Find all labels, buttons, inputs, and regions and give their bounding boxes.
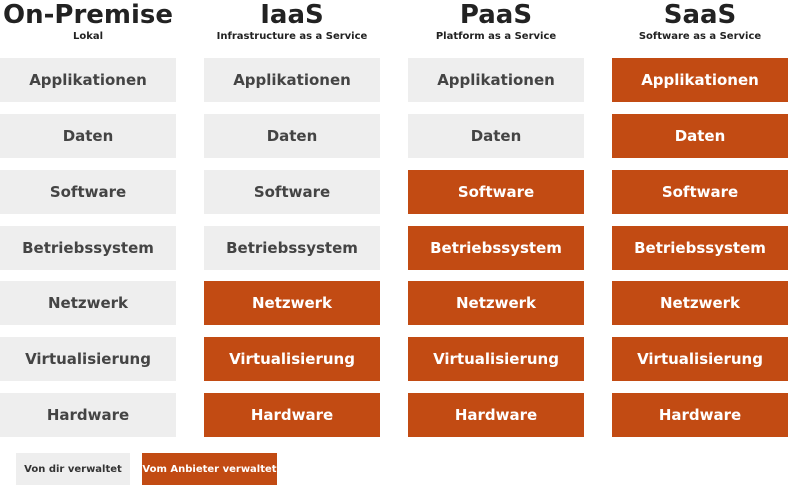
column-title: SaaS <box>663 0 737 30</box>
layer-betriebssystem: Betriebssystem <box>612 226 788 270</box>
column-subtitle: Software as a Service <box>638 31 762 42</box>
column-title: IaaS <box>260 0 324 30</box>
layer-software: Software <box>408 170 584 214</box>
column-subtitle: Infrastructure as a Service <box>216 31 368 42</box>
layer-netzwerk: Netzwerk <box>408 281 584 325</box>
layer-hardware: Hardware <box>204 393 380 437</box>
layer-software: Software <box>612 170 788 214</box>
legend-provider-managed: Vom Anbieter verwaltet <box>142 453 277 485</box>
layer-betriebssystem: Betriebssystem <box>0 226 176 270</box>
layer-applikationen: Applikationen <box>0 58 176 102</box>
layer-hardware: Hardware <box>612 393 788 437</box>
layer-daten: Daten <box>204 114 380 158</box>
layer-daten: Daten <box>408 114 584 158</box>
layer-virtualisierung: Virtualisierung <box>204 337 380 381</box>
layer-applikationen: Applikationen <box>408 58 584 102</box>
layer-betriebssystem: Betriebssystem <box>408 226 584 270</box>
column-subtitle: Lokal <box>72 31 104 42</box>
layer-netzwerk: Netzwerk <box>204 281 380 325</box>
layer-daten: Daten <box>612 114 788 158</box>
column-subtitle: Platform as a Service <box>435 31 557 42</box>
layer-virtualisierung: Virtualisierung <box>408 337 584 381</box>
layer-software: Software <box>0 170 176 214</box>
layer-hardware: Hardware <box>0 393 176 437</box>
layer-betriebssystem: Betriebssystem <box>204 226 380 270</box>
layer-virtualisierung: Virtualisierung <box>0 337 176 381</box>
layer-netzwerk: Netzwerk <box>0 281 176 325</box>
layer-applikationen: Applikationen <box>204 58 380 102</box>
layer-software: Software <box>204 170 380 214</box>
layer-netzwerk: Netzwerk <box>612 281 788 325</box>
layer-hardware: Hardware <box>408 393 584 437</box>
layer-daten: Daten <box>0 114 176 158</box>
column-title: PaaS <box>459 0 533 30</box>
layer-virtualisierung: Virtualisierung <box>612 337 788 381</box>
column-title: On-Premise <box>2 0 174 30</box>
legend-user-managed: Von dir verwaltet <box>16 453 130 485</box>
layer-applikationen: Applikationen <box>612 58 788 102</box>
